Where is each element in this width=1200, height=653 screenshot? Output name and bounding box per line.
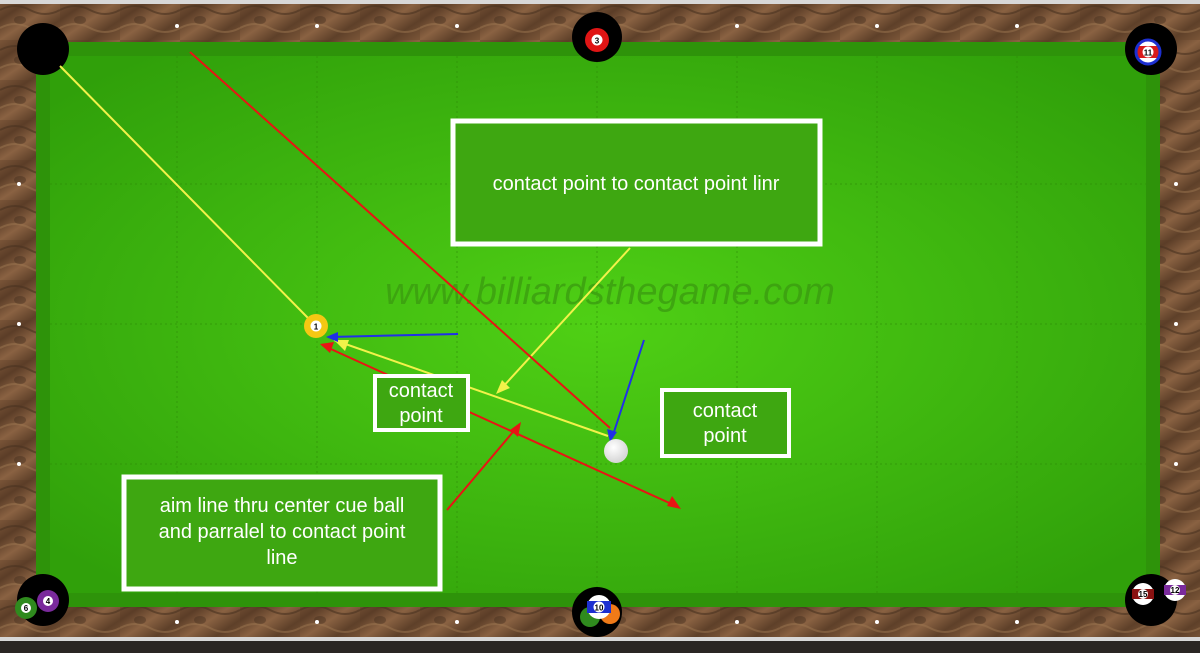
svg-text:and parralel to contact point: and parralel to contact point [159,521,406,543]
annotation-box-contact-point-left: contact point [373,374,470,432]
red-aim-line [189,51,611,429]
yellow-line-pocket-to-ball [59,65,309,319]
annotation-box-contact-line: contact point to contact point linr [450,118,823,247]
svg-text:3: 3 [595,37,600,46]
floor-strip [0,641,1200,653]
svg-text:12: 12 [1171,586,1180,595]
annotation-box-aim-line: aim line thru center cue ball and parral… [121,474,443,592]
pocket-top-left [17,23,69,75]
blue-arrowhead-cue [607,429,617,442]
blue-arrowhead-object [326,332,338,342]
svg-text:aim line thru center cue ball: aim line thru center cue ball [160,495,405,517]
svg-text:line: line [266,547,297,569]
svg-text:point: point [703,425,747,447]
rail-bottom-edge [0,637,1200,641]
trajectory-lines [59,51,681,511]
ball-bottom-center: 10 [587,595,611,619]
svg-text:15: 15 [1139,590,1148,599]
svg-text:11: 11 [1144,49,1153,58]
ball-top-center: 3 [585,28,609,52]
blue-arrow-to-cue [611,339,645,439]
annotation-box-contact-point-right: contact point [660,388,791,458]
red-arrowhead-left [320,342,334,353]
yellow-pointer-line [499,247,631,391]
ball-bottom-right-b: 12 [1164,579,1186,601]
svg-text:10: 10 [595,604,604,613]
svg-text:4: 4 [46,597,51,606]
ball-bottom-left-b: 4 [37,590,59,612]
red-parallel-line [321,344,677,507]
svg-text:1: 1 [314,323,319,332]
object-ball-icon[interactable]: 1 [304,314,328,338]
svg-text:contact: contact [693,400,758,422]
cue-ball-icon[interactable] [604,439,628,463]
rail-diamonds [17,24,1178,624]
svg-text:6: 6 [24,604,29,613]
red-arrowhead-pointer [510,422,521,437]
rail-top-edge [0,0,1200,4]
yellow-contact-line [333,339,609,437]
ball-top-right: 11 [1134,38,1162,66]
red-arrowhead-right [667,496,681,509]
ball-bottom-left-a: 6 [15,597,37,619]
svg-text:point: point [399,405,443,427]
watermark: www.billiardsthegame.com [385,271,835,313]
ball-bottom-right-a: 15 [1132,583,1154,605]
svg-text:contact point to contact point: contact point to contact point linr [493,173,780,195]
yellow-arrowhead-pointer [496,380,510,394]
yellow-arrowhead-left [334,340,349,351]
red-pointer-line [446,425,519,511]
svg-text:contact: contact [389,380,454,402]
blue-arrow-to-object [329,333,459,338]
